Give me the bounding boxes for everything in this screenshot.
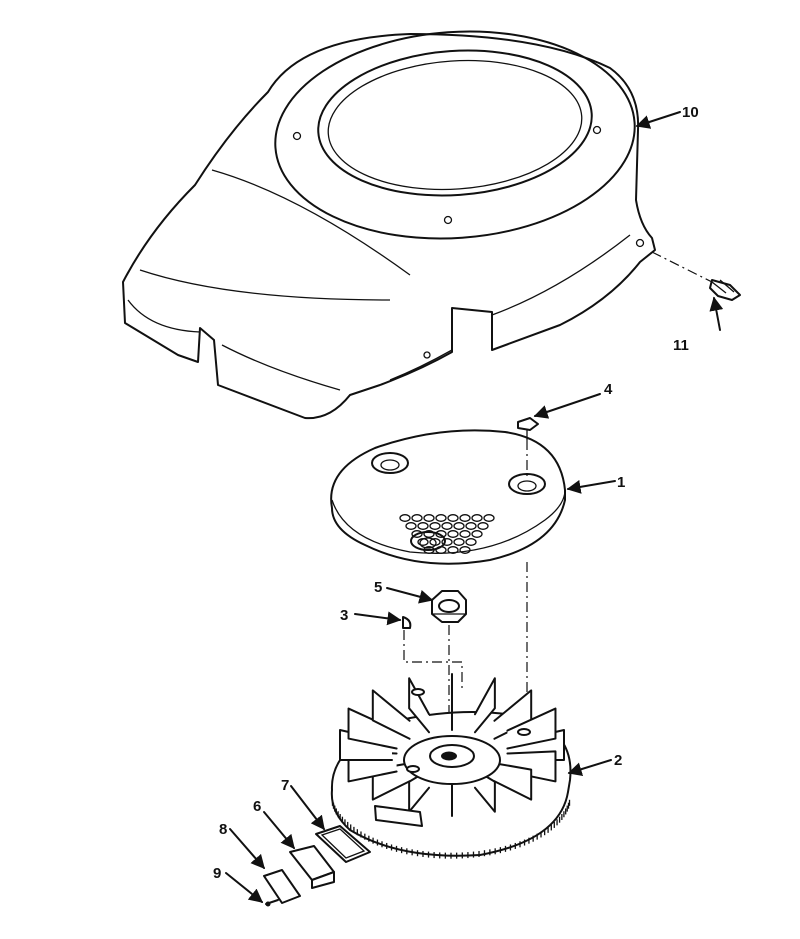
screen-hole [453,538,465,546]
magnet-plate [289,845,335,889]
screen-hole [417,538,429,546]
callout-11: 11 [673,337,689,354]
screen-hole [423,530,435,538]
screen-hole [435,546,447,554]
screen-hole [459,514,471,522]
screen-hole [477,522,489,530]
screen-hole [465,538,477,546]
screen-hole [405,522,417,530]
screen-hole [459,546,471,554]
screen-hole [447,546,459,554]
screen-hole [423,514,435,522]
screen-hole [417,522,429,530]
screen-hole [459,530,471,538]
cover-plate [263,869,301,904]
callout-leaders [225,111,724,903]
plate-screw [265,899,279,907]
housing-bolt [651,251,741,301]
screen-holes [399,514,495,554]
screen-hole [471,530,483,538]
cooling-fin [493,762,533,801]
callout-9: 9 [213,865,221,882]
blower-housing [122,30,656,420]
screen-hole [447,530,459,538]
cooling-fin [371,689,411,740]
cooling-fin [473,677,496,734]
screen-hole [411,530,423,538]
screen-hole [399,514,411,522]
callout-4: 4 [604,381,613,398]
screen-screw [517,417,539,480]
callout-8: 8 [219,821,227,838]
callout-5: 5 [374,579,382,596]
callout-2: 2 [614,752,622,769]
screen-hole [429,522,441,530]
flywheel-nut [431,590,467,623]
screen-hole [441,538,453,546]
screen-hole [435,530,447,538]
screen-hole [447,514,459,522]
screen-hole [471,514,483,522]
screen-hole [465,522,477,530]
screen-hole [429,538,441,546]
screen-hole [423,546,435,554]
callout-6: 6 [253,798,261,815]
callout-3: 3 [340,607,348,624]
rotating-screen [330,429,566,565]
callout-1: 1 [617,474,625,491]
cooling-fin [506,707,557,750]
flywheel [330,673,572,859]
screen-hole [435,514,447,522]
screen-hole [411,514,423,522]
flywheel-key [402,616,412,629]
callout-7: 7 [281,777,289,794]
gasket [315,825,371,863]
screen-hole [441,522,453,530]
ring-gear-teeth [331,799,571,859]
screen-hole [453,522,465,530]
screen-hole [483,514,495,522]
cooling-fins [339,673,565,817]
callout-10: 10 [682,104,699,121]
